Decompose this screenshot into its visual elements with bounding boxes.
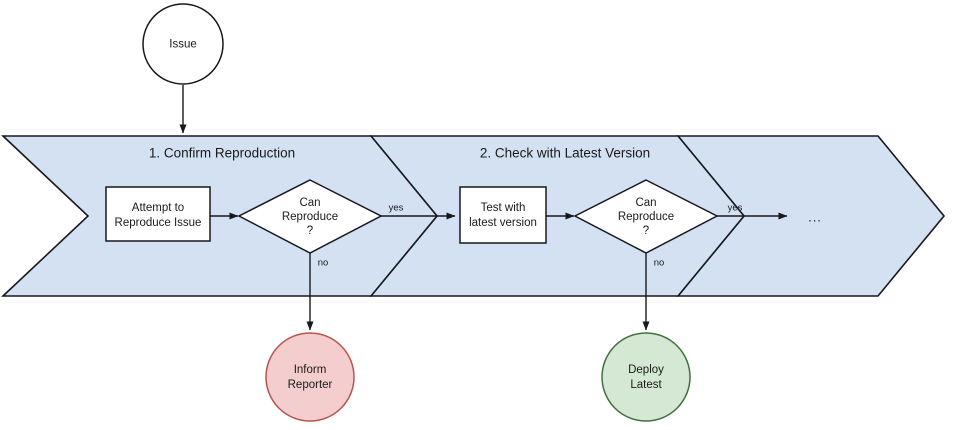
can-reproduce-2-label-line2: Reproduce: [618, 211, 674, 223]
deploy-latest-label-line2: Latest: [630, 379, 662, 391]
node-can-reproduce-1[interactable]: Can Reproduce ?: [237, 179, 383, 254]
inform-reporter-circle-shape: [265, 332, 355, 422]
node-inform-reporter[interactable]: Inform Reporter: [265, 332, 355, 422]
issue-circle-shape: [142, 3, 224, 85]
test-latest-label-line1: Test with: [481, 202, 526, 214]
can-reproduce-2-label-line3: ?: [643, 225, 649, 237]
continues-ellipsis-label: ...: [808, 209, 822, 224]
issue-label: Issue: [169, 39, 197, 51]
edge-label-yes-2: yes: [728, 203, 743, 214]
can-reproduce-2-diamond-shape: [573, 179, 719, 254]
band-1-title: 1. Confirm Reproduction: [149, 146, 295, 161]
node-attempt-reproduce[interactable]: Attempt to Reproduce Issue: [105, 186, 211, 242]
inform-reporter-label-line1: Inform: [294, 364, 327, 376]
node-test-latest[interactable]: Test with latest version: [459, 186, 547, 244]
band-2-title: 2. Check with Latest Version: [480, 146, 650, 161]
deploy-latest-circle-shape: [601, 332, 691, 422]
attempt-reproduce-label-line1: Attempt to: [132, 202, 184, 214]
inform-reporter-label-line2: Reporter: [288, 379, 333, 391]
edge-label-no-1: no: [318, 258, 329, 269]
edge-label-no-2: no: [654, 258, 665, 269]
node-can-reproduce-2[interactable]: Can Reproduce ?: [573, 179, 719, 254]
can-reproduce-1-diamond-shape: [237, 179, 383, 254]
edge-group: yes no yes no: [179, 85, 788, 331]
edge-label-yes-1: yes: [389, 203, 404, 214]
attempt-reproduce-box-shape: [105, 186, 211, 242]
can-reproduce-2-label-line1: Can: [635, 197, 656, 209]
attempt-reproduce-label-line2: Reproduce Issue: [115, 217, 202, 229]
can-reproduce-1-label-line1: Can: [299, 197, 320, 209]
test-latest-box-shape: [459, 186, 547, 244]
test-latest-label-line2: latest version: [469, 217, 537, 229]
deploy-latest-label-line1: Deploy: [628, 364, 664, 376]
can-reproduce-1-label-line2: Reproduce: [282, 211, 338, 223]
node-deploy-latest[interactable]: Deploy Latest: [601, 332, 691, 422]
node-issue[interactable]: Issue: [142, 3, 224, 85]
can-reproduce-1-label-line3: ?: [307, 225, 313, 237]
